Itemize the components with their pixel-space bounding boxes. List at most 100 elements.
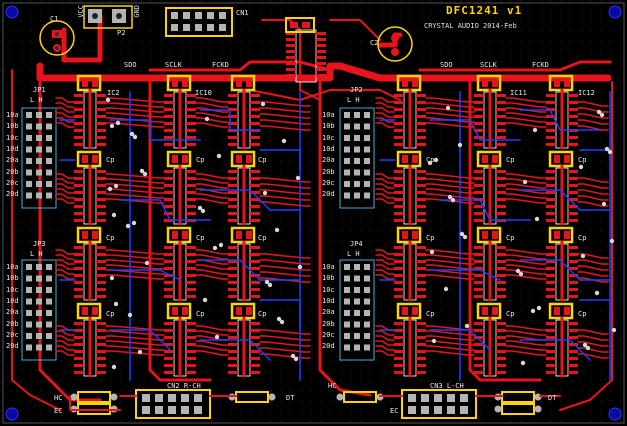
resistor-outline [343, 391, 377, 403]
trace [55, 107, 75, 113]
pad [250, 205, 260, 208]
via [607, 149, 613, 155]
pad [74, 364, 84, 367]
jumper-row-label: 10b [322, 122, 335, 131]
pad [546, 219, 556, 222]
jumper-pin [354, 287, 360, 293]
trace [425, 264, 475, 270]
pad [96, 371, 106, 374]
pad [394, 205, 404, 208]
via [611, 327, 617, 333]
jumper-pin [364, 169, 370, 176]
jumper-pin [344, 123, 350, 130]
trace [425, 188, 475, 194]
pad [402, 231, 408, 239]
pad [74, 336, 84, 339]
sclk-label-right: SCLK [480, 61, 497, 69]
via [218, 242, 224, 248]
pad [546, 336, 556, 339]
lh-label-2: L H [347, 96, 360, 104]
pad [246, 155, 252, 163]
cn2-outline [135, 389, 211, 419]
pad [474, 212, 484, 215]
pad [186, 295, 196, 298]
pad [164, 101, 174, 104]
trace [259, 183, 311, 189]
cn3-pin [434, 406, 442, 414]
pad [546, 136, 556, 139]
jumper-row-label: 10a [322, 111, 335, 119]
jumper-pin [46, 344, 52, 351]
via [297, 264, 303, 270]
pad [391, 34, 399, 42]
pad [416, 357, 426, 360]
pad [416, 136, 426, 139]
trace [55, 102, 75, 108]
pad [172, 307, 178, 315]
board-title: DFC1241 v1 [446, 4, 523, 17]
trace [195, 259, 229, 265]
jumper-pin [364, 333, 370, 339]
pad [546, 260, 556, 263]
cp-label: Cp [106, 310, 114, 318]
pad [496, 191, 506, 194]
signal [249, 89, 401, 101]
jumper-pin [36, 287, 42, 293]
jumper-pin [26, 333, 32, 339]
cn3-pin [421, 394, 429, 402]
trace [577, 177, 609, 183]
jumper-pin [344, 333, 350, 339]
pad [186, 350, 196, 353]
trace [259, 259, 311, 265]
jumper-row-label: 10a [6, 111, 19, 119]
trace [105, 264, 165, 270]
via [518, 271, 524, 277]
pad [394, 364, 404, 367]
trace [259, 253, 311, 259]
trace [195, 188, 229, 194]
pad [412, 231, 418, 239]
trace [375, 198, 395, 204]
trace [105, 254, 165, 260]
pad [92, 307, 98, 315]
pad [74, 143, 84, 146]
jumper-pin [364, 321, 370, 328]
pad [228, 101, 238, 104]
pad [568, 177, 578, 180]
trace [259, 265, 311, 271]
pad [336, 393, 344, 401]
p2-label: P2 [117, 29, 126, 37]
trace [55, 264, 75, 270]
pad [186, 191, 196, 194]
pad [546, 115, 556, 118]
pad [554, 231, 560, 239]
trace [375, 335, 395, 341]
pad [96, 143, 106, 146]
via [293, 356, 299, 362]
pad [546, 253, 556, 256]
pad [164, 274, 174, 277]
pad [496, 170, 506, 173]
trace [375, 183, 395, 189]
jumper-pin [46, 169, 52, 176]
cn2-pin [194, 394, 202, 402]
pad [96, 219, 106, 222]
pad [182, 307, 188, 315]
pad [394, 295, 404, 298]
jumper-pin [36, 264, 42, 270]
jumper-pin [46, 158, 52, 164]
pad [568, 108, 578, 111]
pad [96, 343, 106, 346]
pad [250, 281, 260, 284]
pad [394, 143, 404, 146]
trace [577, 113, 609, 119]
pad [164, 343, 174, 346]
pad [412, 307, 418, 315]
bottom-trace [429, 329, 491, 351]
cn2-pin [181, 406, 189, 414]
pad [496, 101, 506, 104]
pad [250, 115, 260, 118]
jumper-row-label: 20d [6, 190, 19, 199]
pad [286, 32, 296, 35]
jumper-pin [344, 298, 350, 305]
